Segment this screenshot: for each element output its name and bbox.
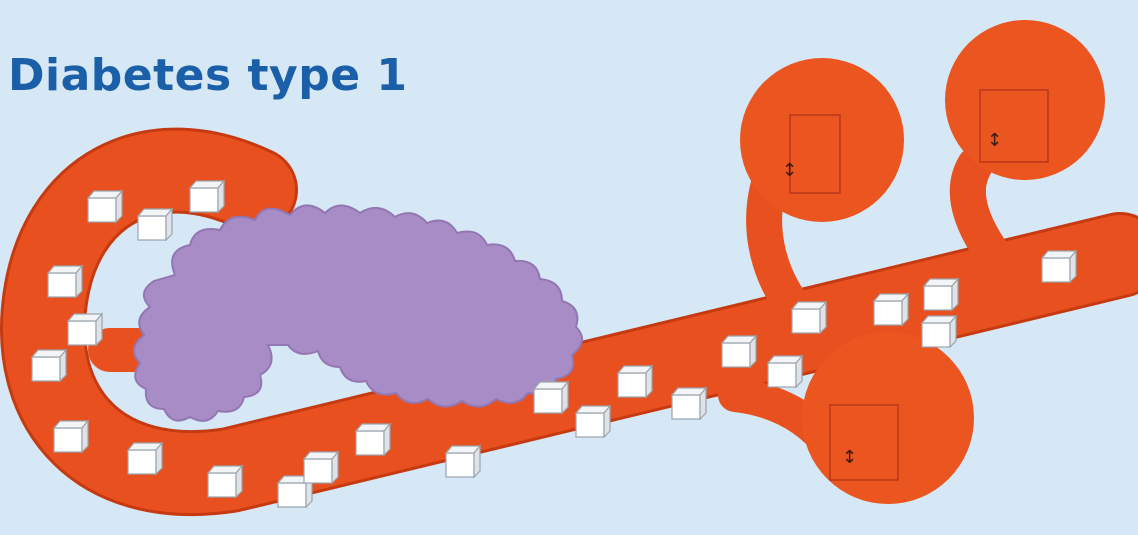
sugar-cube — [672, 388, 706, 419]
sugar-cube — [68, 314, 102, 345]
pancreas-body — [134, 205, 582, 420]
lock-icon: ↕ — [987, 130, 1002, 151]
sugar-cube — [32, 350, 66, 381]
sugar-cube — [446, 446, 480, 477]
sugar-cube — [792, 302, 826, 333]
sugar-cube — [356, 424, 390, 455]
sugar-cube — [722, 336, 756, 367]
sugar-cube — [768, 356, 802, 387]
sugar-cube — [48, 266, 82, 297]
sugar-cube — [534, 382, 568, 413]
sugar-cube — [128, 443, 162, 474]
sugar-cube — [304, 452, 338, 483]
sugar-cube — [618, 366, 652, 397]
body-cell: ↕ — [945, 20, 1105, 250]
lock-icon: ↕ — [782, 160, 797, 181]
sugar-cube — [874, 294, 908, 325]
cell-body — [740, 58, 904, 222]
sugar-cube — [54, 421, 88, 452]
sugar-cube — [922, 316, 956, 347]
cell-stalk — [968, 165, 990, 250]
sugar-cube — [208, 466, 242, 497]
sugar-cube — [576, 406, 610, 437]
sugar-cube — [924, 279, 958, 310]
lock-icon: ↕ — [842, 447, 857, 468]
pancreas — [134, 205, 582, 420]
cell-body — [802, 332, 974, 504]
sugar-cube — [138, 209, 172, 240]
sugar-cube — [88, 191, 122, 222]
sugar-cube — [1042, 251, 1076, 282]
sugar-cube — [190, 181, 224, 212]
cell-body — [945, 20, 1105, 180]
